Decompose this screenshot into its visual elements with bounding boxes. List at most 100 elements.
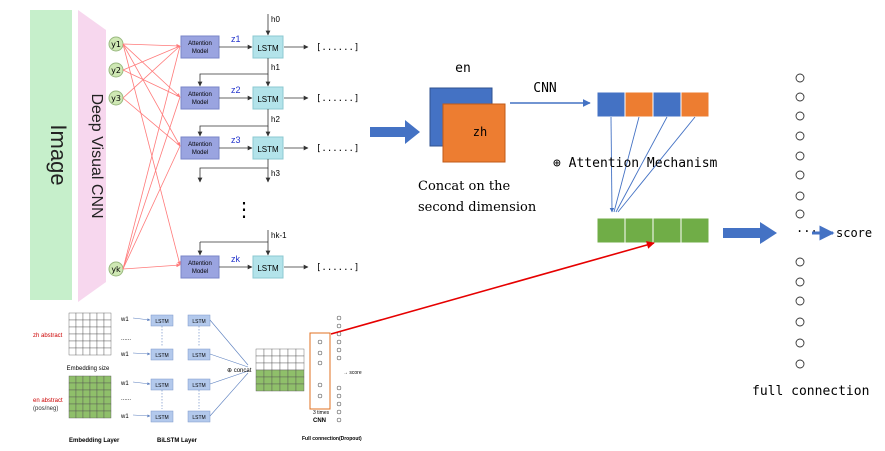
h-label: h1 — [271, 63, 280, 72]
grid-cell — [82, 375, 91, 384]
grid-cell — [75, 347, 84, 356]
grid-cell — [89, 312, 98, 321]
grid-cell — [68, 319, 77, 328]
grid-cell — [255, 376, 265, 385]
fc-neuron — [336, 347, 342, 353]
svg-text:3 times: 3 times — [313, 410, 330, 416]
grid-cell — [96, 312, 105, 321]
grid-cell — [255, 348, 265, 357]
grid-cell — [82, 319, 91, 328]
grid-cell — [271, 348, 281, 357]
svg-text:Full connection(Dropout): Full connection(Dropout) — [302, 436, 362, 442]
grid-cell — [82, 403, 91, 412]
small-lstm-label: LSTM — [192, 353, 205, 359]
block-arrow — [370, 120, 420, 144]
grid-cell — [103, 375, 112, 384]
grid-cell — [279, 362, 289, 371]
attention-lines — [609, 116, 696, 213]
fc-neuron — [336, 409, 342, 415]
small-lstm-box — [150, 410, 174, 423]
decoder-rows: Attention Model z1 LSTM h0 [......] h1 A… — [180, 14, 359, 279]
image-label: Image — [46, 124, 71, 185]
en-zh-blocks: en zh — [429, 61, 506, 163]
dense-neuron — [795, 209, 805, 219]
grid-cell — [89, 389, 98, 398]
grid-cell — [96, 382, 105, 391]
grid-cell — [82, 347, 91, 356]
small-lstm-label: LSTM — [192, 383, 205, 389]
grid-cell — [82, 396, 91, 405]
fc-neuron — [336, 315, 342, 321]
output-text: [......] — [316, 144, 359, 154]
grid-cell — [255, 362, 265, 371]
grid-cell — [287, 362, 297, 371]
grid-cell — [68, 382, 77, 391]
concat-grid — [255, 348, 305, 392]
grid-cell — [96, 403, 105, 412]
y-node-label: y3 — [111, 94, 121, 103]
en-embedding-grid — [68, 375, 112, 419]
dense-neuron — [795, 317, 805, 327]
h-label: h0 — [271, 15, 280, 24]
small-lstm-box — [187, 348, 211, 361]
grid-cell — [279, 369, 289, 378]
zh-abstract-label: zh abstract — [33, 333, 63, 339]
grid-cell — [279, 355, 289, 364]
fc-neuron — [336, 417, 342, 423]
dense-neuron — [795, 338, 805, 348]
grid-cell — [68, 326, 77, 335]
red-connection-arrow — [330, 241, 655, 335]
block-arrow-dense — [723, 222, 777, 244]
image-block: Image — [30, 10, 72, 300]
grid-cell — [68, 375, 77, 384]
grid-cell — [68, 396, 77, 405]
dense-neuron — [795, 277, 805, 287]
ellipsis: ⋮ — [234, 199, 254, 221]
fc-neuron — [336, 385, 342, 391]
grid-cell — [82, 312, 91, 321]
dense-neuron — [795, 73, 805, 83]
fc-neuron — [336, 401, 342, 407]
grid-cell — [89, 347, 98, 356]
h-label: h2 — [271, 115, 280, 124]
fc-neuron — [336, 339, 342, 345]
grid-cell — [103, 389, 112, 398]
grid-cell — [263, 369, 273, 378]
h-label: h3 — [271, 169, 280, 178]
svg-text:LSTM: LSTM — [257, 264, 279, 273]
grid-cell — [89, 382, 98, 391]
z-label: zk — [231, 254, 241, 264]
svg-text:Model: Model — [192, 150, 208, 156]
grid-cell — [89, 319, 98, 328]
svg-text:......: ...... — [121, 336, 131, 342]
svg-text:LSTM: LSTM — [257, 44, 279, 53]
grid-cell — [271, 376, 281, 385]
grid-cell — [75, 403, 84, 412]
grid-cell — [103, 347, 112, 356]
grid-cell — [103, 319, 112, 328]
deep-visual-cnn-block: Deep Visual CNN — [78, 10, 106, 302]
grid-cell — [82, 326, 91, 335]
small-lstm-label: LSTM — [155, 383, 168, 389]
grid-cell — [75, 333, 84, 342]
grid-cell — [89, 375, 98, 384]
grid-cell — [68, 403, 77, 412]
grid-cell — [295, 362, 305, 371]
svg-text:Attention: Attention — [188, 261, 212, 267]
score-label: score — [836, 226, 872, 240]
z-label: z2 — [231, 85, 241, 95]
dense-neuron — [795, 151, 805, 161]
grid-cell — [271, 369, 281, 378]
grid-cell — [96, 333, 105, 342]
grid-cell — [75, 312, 84, 321]
en-abstract-label: en abstract — [33, 398, 63, 404]
grid-cell — [82, 410, 91, 419]
grid-cell — [295, 355, 305, 364]
grid-cell — [279, 383, 289, 392]
svg-text:Model: Model — [192, 100, 208, 106]
grid-cell — [263, 348, 273, 357]
grid-cell — [279, 376, 289, 385]
bottom-score-label: → score — [343, 370, 362, 376]
zh-embedding-grid — [68, 312, 112, 356]
small-lstm-label: LSTM — [155, 415, 168, 421]
